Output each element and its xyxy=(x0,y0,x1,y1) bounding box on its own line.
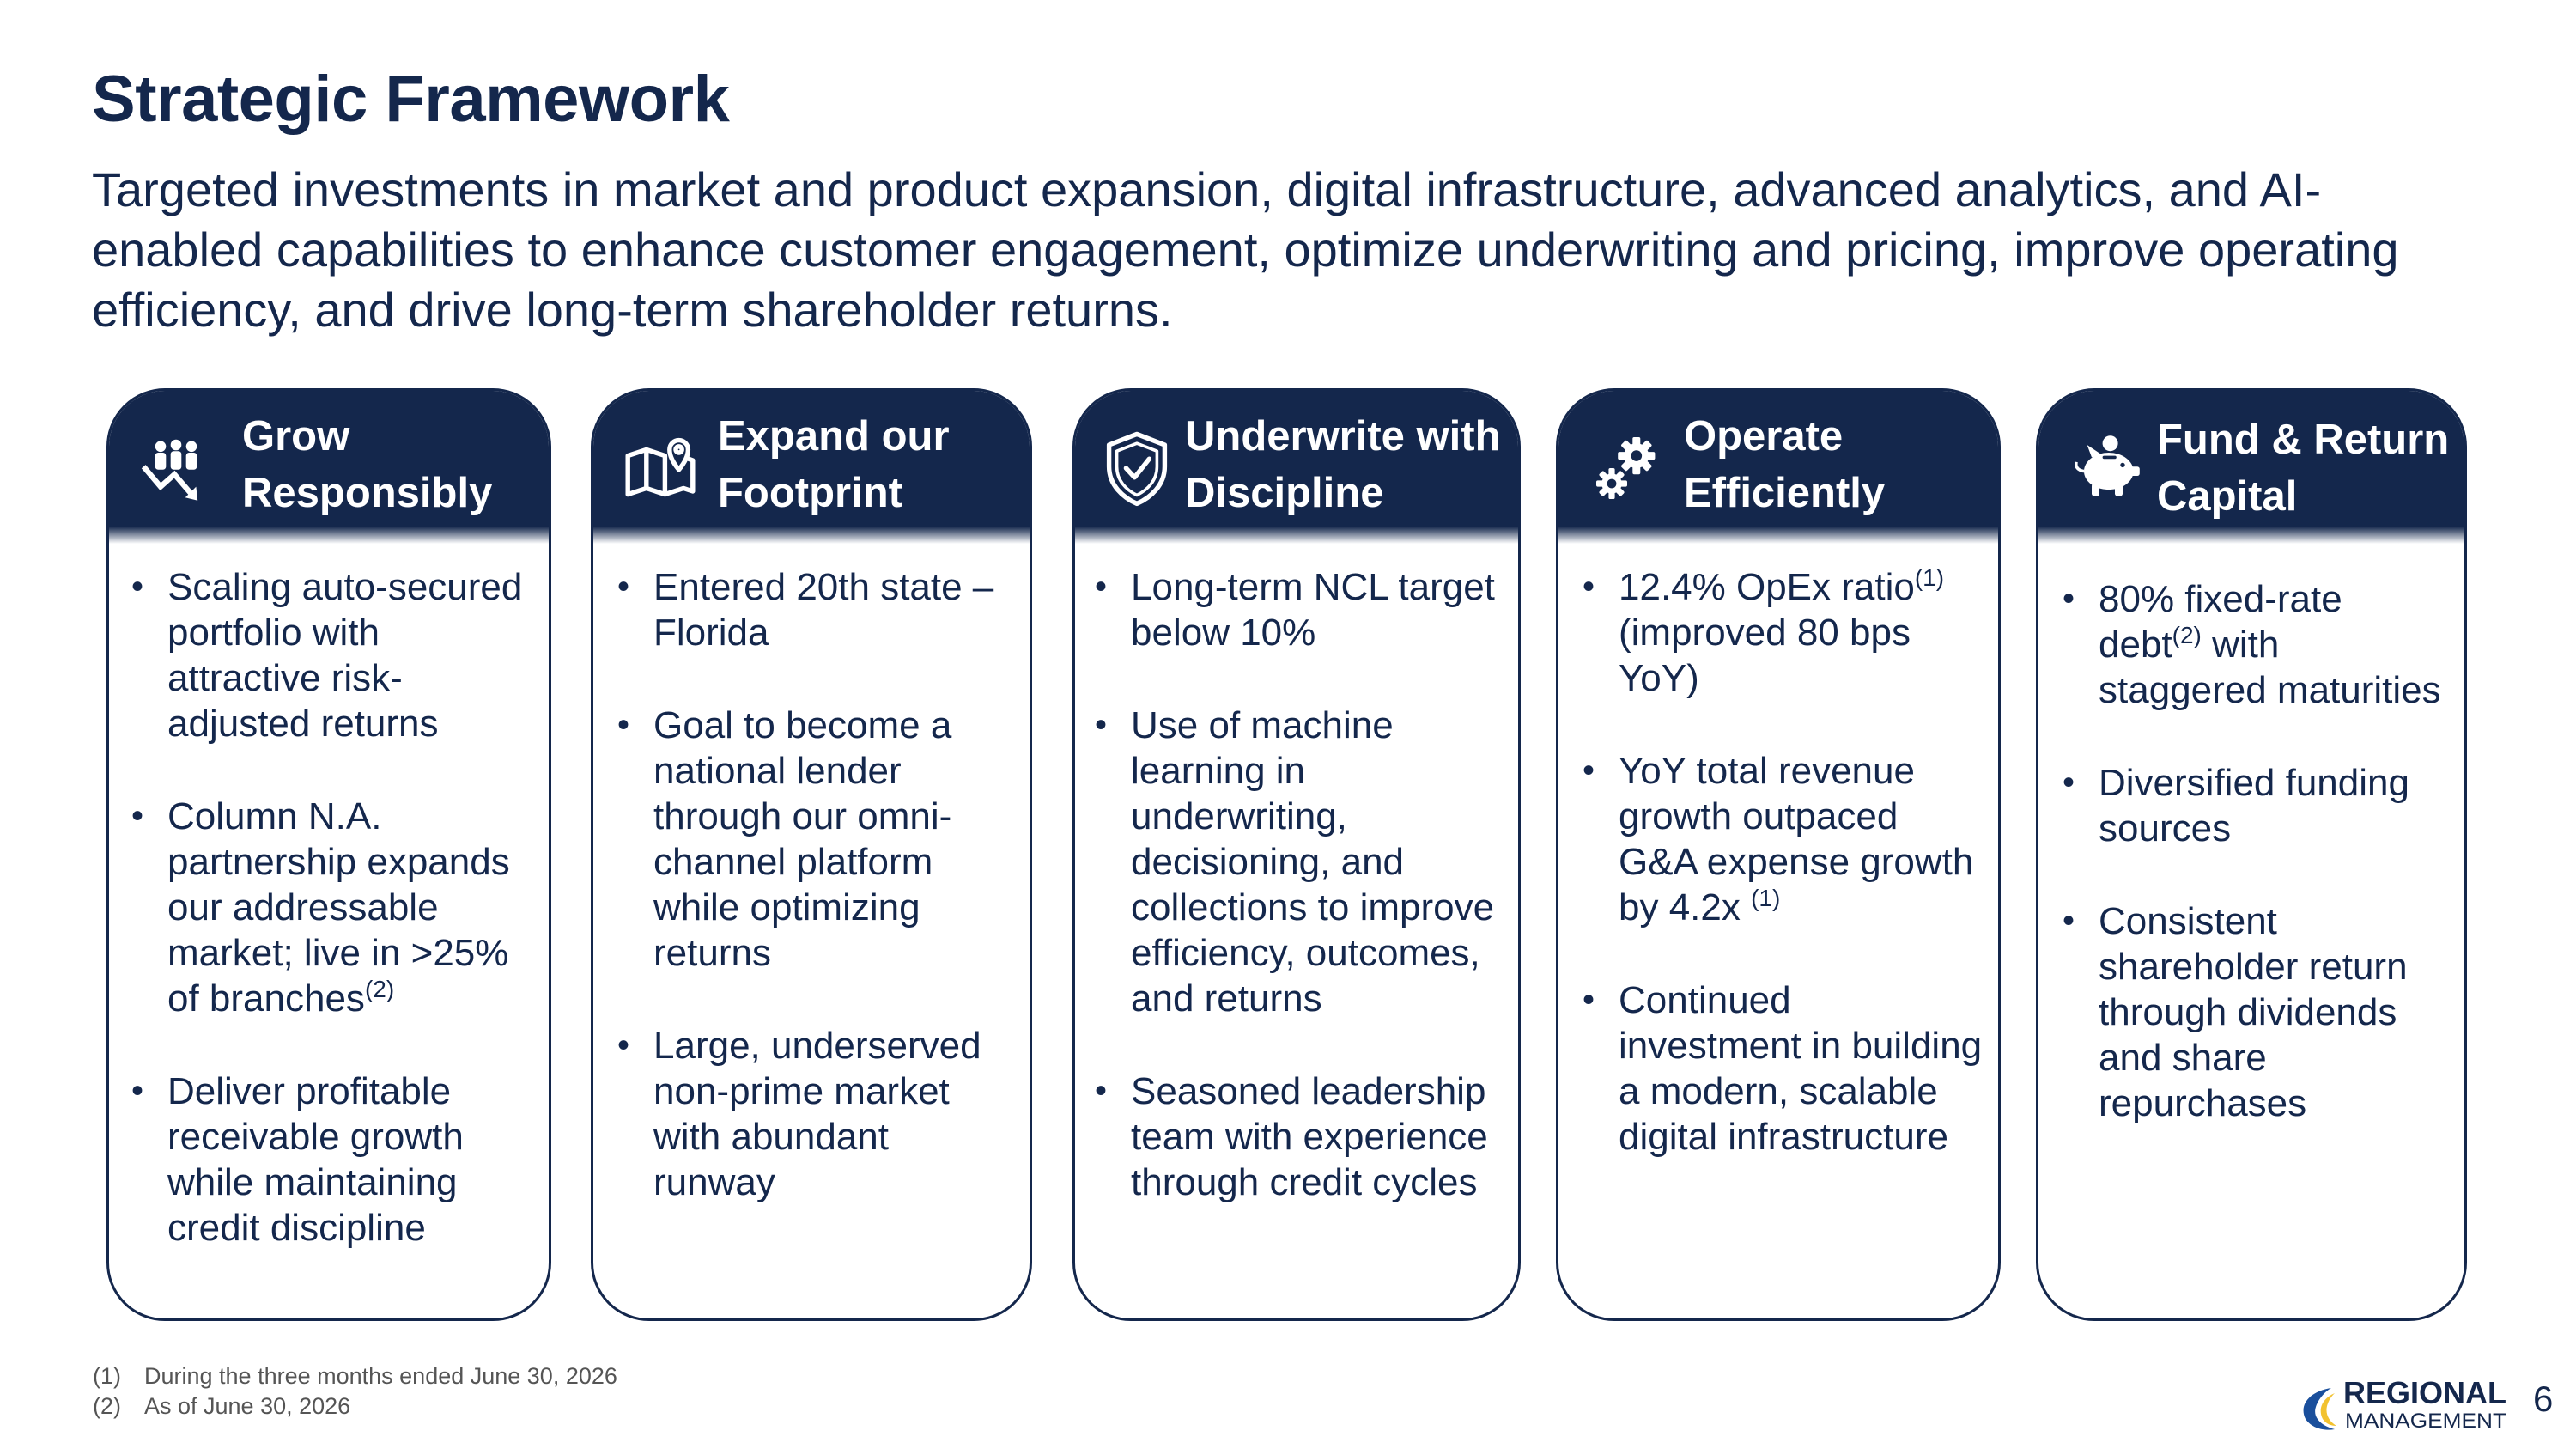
bullet-list: Entered 20th state – Florida Goal to bec… xyxy=(617,564,1012,1205)
list-item: 12.4% OpEx ratio(1) (improved 80 bps YoY… xyxy=(1583,564,1983,701)
list-item: Goal to become a national lender through… xyxy=(617,703,1012,976)
bullet-list: 12.4% OpEx ratio(1) (improved 80 bps YoY… xyxy=(1583,564,1983,1160)
growth-people-icon xyxy=(133,425,219,511)
list-item: Long-term NCL target below 10% xyxy=(1095,564,1504,655)
regional-management-logo: REGIONAL MANAGEMENT xyxy=(2303,1376,2506,1433)
page-number: 6 xyxy=(2533,1379,2554,1419)
piggy-bank-icon xyxy=(2064,425,2150,511)
list-item: Scaling auto-secured portfolio with attr… xyxy=(131,564,532,746)
gears-icon xyxy=(1584,425,1670,511)
footnote: (1)During the three months ended June 30… xyxy=(93,1363,617,1389)
list-item: Continued investment in building a moder… xyxy=(1583,977,1983,1160)
list-item: 80% fixed-rate debt(2) with staggered ma… xyxy=(2063,576,2454,713)
list-item: YoY total revenue growth outpaced G&A ex… xyxy=(1583,748,1983,930)
logo-line1: REGIONAL xyxy=(2343,1376,2506,1410)
list-item: Seasoned leadership team with experience… xyxy=(1095,1068,1504,1205)
shield-check-icon xyxy=(1094,425,1180,511)
bullet-list: 80% fixed-rate debt(2) with staggered ma… xyxy=(2063,576,2454,1126)
list-item: Large, underserved non-prime market with… xyxy=(617,1023,1012,1205)
list-item: Entered 20th state – Florida xyxy=(617,564,1012,655)
page-subtitle: Targeted investments in market and produ… xyxy=(92,162,2399,337)
bullet-list: Long-term NCL target below 10% Use of ma… xyxy=(1095,564,1504,1205)
footnotes: (1)During the three months ended June 30… xyxy=(93,1361,617,1422)
bullet-list: Scaling auto-secured portfolio with attr… xyxy=(131,564,532,1251)
page-title: Strategic Framework xyxy=(92,63,730,136)
footnote: (2)As of June 30, 2026 xyxy=(93,1393,351,1419)
logo-line2: MANAGEMENT xyxy=(2345,1409,2506,1433)
list-item: Consistent shareholder return through di… xyxy=(2063,898,2454,1126)
list-item: Deliver profitable receivable growth whi… xyxy=(131,1068,532,1251)
list-item: Diversified funding sources xyxy=(2063,760,2454,851)
map-pin-icon xyxy=(617,425,703,511)
list-item: Use of machine learning in underwriting,… xyxy=(1095,703,1504,1021)
list-item: Column N.A. partnership expands our addr… xyxy=(131,794,532,1021)
